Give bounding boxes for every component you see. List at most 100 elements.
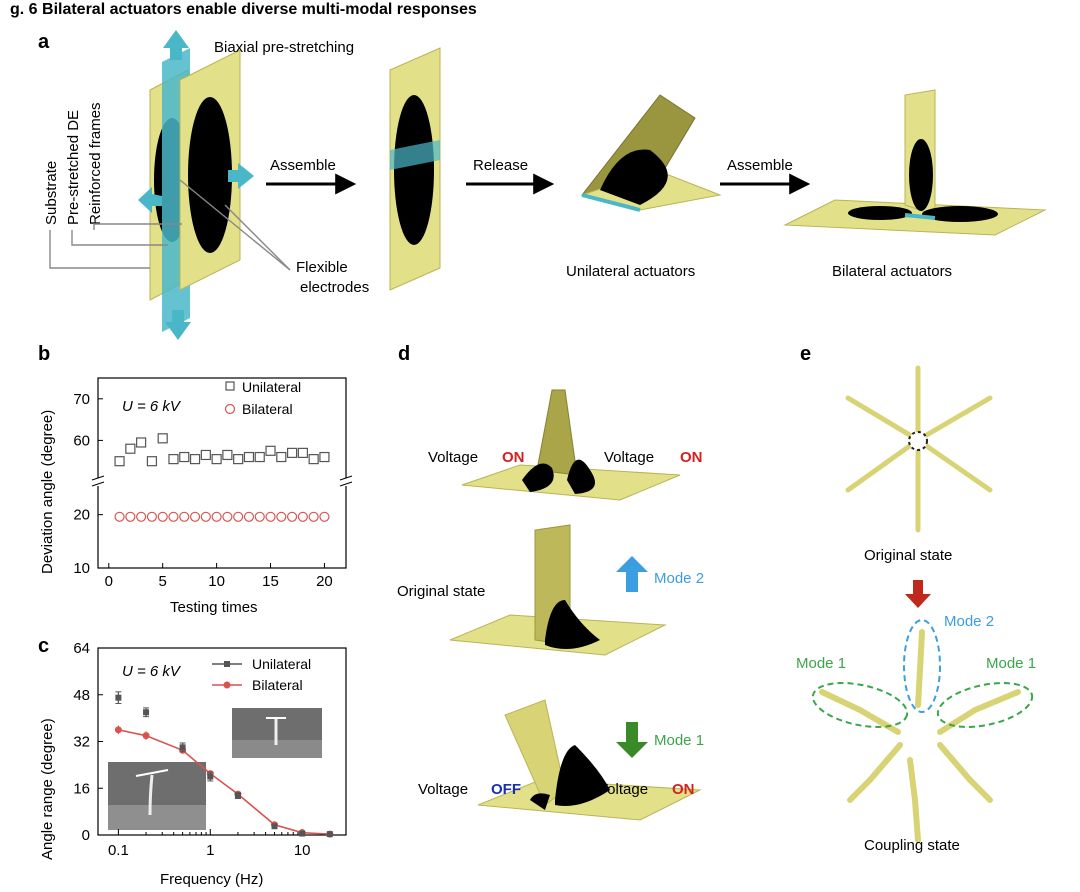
assembled-actuator bbox=[389, 47, 441, 291]
unilateral-point bbox=[157, 433, 168, 444]
chart-c-ylabel: Angle range (degree) bbox=[39, 718, 56, 860]
d-top-on-left: ON bbox=[502, 449, 525, 466]
panel-e-label: e bbox=[800, 343, 811, 365]
unilateral-point bbox=[286, 447, 298, 458]
unilateral-point bbox=[271, 823, 278, 830]
d-top-on-right: ON bbox=[680, 449, 703, 466]
d-bottom-off: OFF bbox=[491, 781, 521, 798]
legend-c-bilateral-marker bbox=[223, 681, 231, 689]
unilateral-point bbox=[308, 454, 319, 465]
panel-b: b U = 6 kV Deviation angle (degree) Test… bbox=[38, 343, 354, 616]
e-mode1-right-highlight bbox=[936, 682, 1034, 728]
panel-b-label: b bbox=[38, 343, 50, 365]
bilateral-label: Bilateral actuators bbox=[832, 263, 952, 280]
unilateral-point bbox=[115, 694, 122, 701]
legend-c-bilateral-label: Bilateral bbox=[252, 677, 303, 693]
legend-bilateral-marker bbox=[224, 403, 236, 415]
chart-b-ytick-label: 70 bbox=[73, 391, 90, 408]
d-top-voltage-left: Voltage bbox=[428, 449, 478, 466]
unilateral-point bbox=[168, 454, 179, 465]
chart-b-ytick-label: 20 bbox=[73, 507, 90, 524]
chart-b-frame bbox=[97, 377, 347, 569]
legend-unilateral-marker bbox=[225, 381, 235, 391]
inset-photo-bilateral bbox=[232, 708, 322, 758]
bilateral-point bbox=[125, 511, 136, 522]
reinforced-frames-label: Reinforced frames bbox=[87, 102, 104, 225]
bilateral-actuator bbox=[783, 89, 1047, 236]
chart-c-xtick-label: 0.1 bbox=[108, 842, 129, 859]
frame-electrode bbox=[188, 97, 232, 253]
chart-b-xtick-label: 15 bbox=[262, 573, 279, 590]
bilateral-point bbox=[319, 511, 330, 522]
d-bottom-voltage-left: Voltage bbox=[418, 781, 468, 798]
chart-b-marks bbox=[114, 433, 330, 522]
step-release: Release bbox=[473, 157, 528, 174]
bilateral-point bbox=[136, 511, 147, 522]
step-assemble-1: Assemble bbox=[270, 157, 336, 174]
bilateral-point bbox=[243, 511, 255, 522]
chart-b-axis-break bbox=[91, 475, 354, 487]
electrodes-label-line2: electrodes bbox=[300, 279, 369, 296]
inset-photo-unilateral bbox=[108, 762, 206, 830]
panel-a-label: a bbox=[38, 31, 50, 53]
bilateral-point bbox=[222, 511, 233, 522]
chart-b-xtick-label: 0 bbox=[105, 573, 113, 590]
unilateral-point bbox=[254, 451, 265, 463]
bilateral-point bbox=[200, 511, 211, 522]
bilateral-point bbox=[297, 511, 308, 522]
chart-b-ylabel: Deviation angle (degree) bbox=[39, 410, 56, 574]
electrodes-label-line1: Flexible bbox=[296, 259, 348, 276]
electrodes-leader bbox=[179, 179, 291, 271]
e-coupling-label: Coupling state bbox=[864, 837, 960, 854]
exploded-layer-stack bbox=[149, 48, 241, 332]
unilateral-point bbox=[136, 437, 147, 448]
chart-b-xlabel: Testing times bbox=[170, 599, 258, 616]
unilateral-point bbox=[143, 709, 150, 716]
panel-d-label: d bbox=[398, 343, 410, 365]
panel-e: e Original state Mode 2 Mode 1 Mode 1 C bbox=[796, 343, 1036, 854]
chart-c-ytick-label: 0 bbox=[82, 827, 90, 844]
unilateral-point bbox=[326, 831, 333, 838]
e-original-label: Original state bbox=[864, 547, 952, 564]
d-bottom-voltage-right: Voltage bbox=[598, 781, 648, 798]
substrate-label: Substrate bbox=[43, 161, 60, 225]
unilateral-point bbox=[299, 830, 306, 837]
biaxial-label: Biaxial pre-stretching bbox=[214, 39, 354, 56]
chart-b-xtick-label: 20 bbox=[316, 573, 333, 590]
e-original-center bbox=[908, 431, 928, 451]
bilateral-point bbox=[211, 511, 222, 522]
chart-b-annotation: U = 6 kV bbox=[122, 398, 182, 415]
mode2-arrow-up-icon bbox=[616, 556, 648, 592]
chart-c-legend: Unilateral Bilateral bbox=[212, 656, 311, 693]
e-mode2-label: Mode 2 bbox=[944, 613, 994, 630]
d-top-voltage-right: Voltage bbox=[604, 449, 654, 466]
d-one-on-actuator bbox=[477, 699, 702, 821]
arrow-left-icon bbox=[138, 187, 162, 213]
chart-b-xtick-label: 5 bbox=[159, 573, 167, 590]
unilateral-point bbox=[265, 445, 276, 456]
unilateral-point bbox=[319, 451, 330, 463]
chart-c-annotation: U = 6 kV bbox=[122, 663, 182, 680]
arrow-right-icon bbox=[228, 163, 254, 189]
bilateral-point bbox=[157, 511, 168, 522]
e-mode1-right-label: Mode 1 bbox=[986, 655, 1036, 672]
chart-b-legend: Unilateral Bilateral bbox=[224, 379, 301, 417]
chart-b-ytick-label: 60 bbox=[73, 432, 90, 449]
legend-bilateral-label: Bilateral bbox=[242, 401, 293, 417]
unilateral-point bbox=[114, 456, 125, 467]
unilateral-point bbox=[146, 456, 158, 467]
mode1-arrow-down-icon bbox=[616, 722, 648, 758]
arrow-up-icon bbox=[163, 30, 189, 60]
chart-c-marks bbox=[114, 691, 334, 838]
unilateral-point bbox=[125, 443, 136, 454]
chart-c-ytick-label: 32 bbox=[73, 734, 90, 751]
bilateral-point bbox=[286, 511, 298, 522]
d-mode2-label: Mode 2 bbox=[654, 570, 704, 587]
step-assemble-2: Assemble bbox=[727, 157, 793, 174]
e-mode1-left-highlight bbox=[811, 682, 909, 728]
unilateral-point bbox=[179, 744, 186, 751]
prestretched-de-label: Pre-stretched DE bbox=[65, 110, 82, 225]
panel-a: a Biaxial pre-stretching Substrate Pre-s… bbox=[38, 30, 1047, 340]
